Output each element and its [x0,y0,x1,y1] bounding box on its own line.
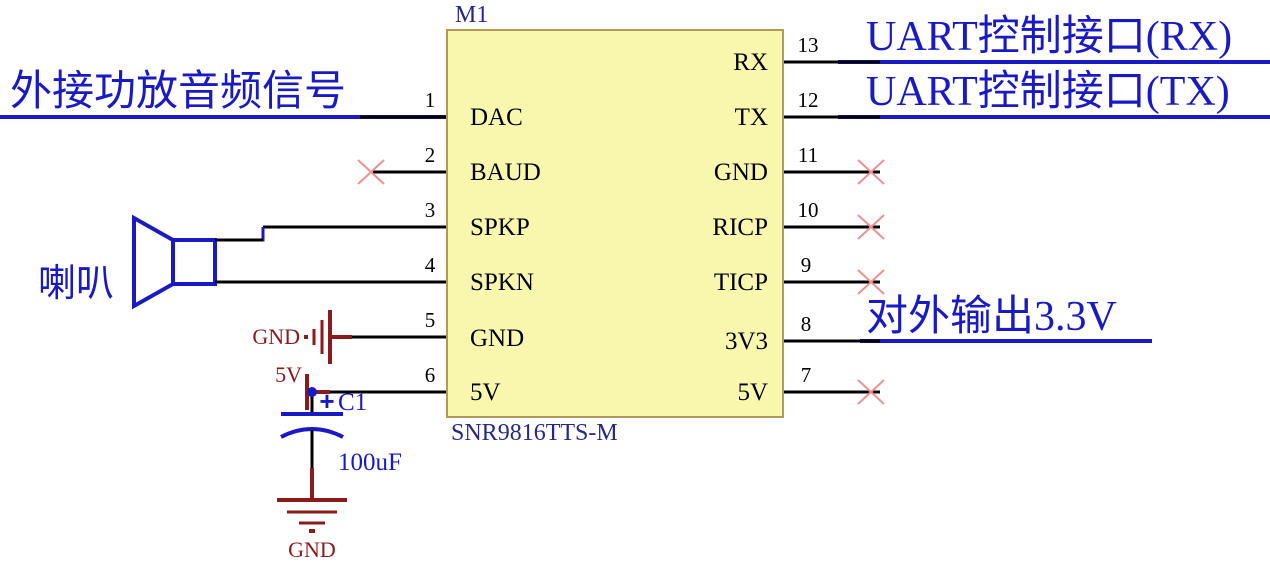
pin-number-5: 5 [425,308,436,332]
capacitor-value: 100uF [338,449,402,476]
gnd-symbol-bottom [277,468,347,533]
pin-name-RX: RX [733,49,768,76]
capacitor-polarity-marker: + [319,386,334,416]
gnd-symbol-pin5 [304,310,352,364]
pin-number-1: 1 [425,88,436,112]
pin-number-12: 12 [798,88,819,112]
pin-name-3V3: 3V3 [725,328,768,355]
net-label-audio-in: 外接功放音频信号 [10,68,346,115]
pin-number-11: 11 [798,143,818,167]
pin-name-5V-right: 5V [737,379,768,406]
speaker-symbol [132,214,265,310]
pin-number-7: 7 [801,363,812,387]
pin-name-SPKN: SPKN [470,269,534,296]
speaker-label: 喇叭 [38,263,114,305]
chip-body-M1 [446,29,784,418]
power-label-5v: 5V [275,362,302,387]
pin-number-13: 13 [798,33,819,57]
pin-name-TX: TX [735,104,768,131]
pin-number-8: 8 [801,312,812,336]
net-label-3v3-out: 对外输出3.3V [866,294,1117,340]
net-label-uart-rx: UART控制接口(RX) [866,14,1232,60]
no-connect-cross-pin-9 [857,269,885,295]
no-connect-cross-pin-7 [857,379,885,405]
pin-name-TICP: TICP [714,269,768,296]
chip-reference-designator: M1 [455,2,488,28]
pin-name-GND-left: GND [470,325,524,352]
pin-number-3: 3 [425,198,436,222]
pin-number-9: 9 [801,253,812,277]
pin-name-RICP: RICP [712,214,768,241]
pin-name-GND-right: GND [714,159,768,186]
pin-number-10: 10 [798,198,819,222]
pin-name-SPKP: SPKP [470,214,530,241]
pin-number-4: 4 [425,253,436,277]
chip-part-number: SNR9816TTS-M [451,420,618,446]
no-connect-cross-pin-10 [857,214,885,240]
gnd-label-pin5: GND [252,324,300,349]
pin-number-2: 2 [425,143,436,167]
capacitor-reference: C1 [338,389,367,416]
pin-name-DAC: DAC [470,104,523,131]
pin-name-5V-left: 5V [470,379,501,406]
net-label-uart-tx: UART控制接口(TX) [866,69,1230,115]
junction-dot-5v-node [307,387,317,397]
pin-number-6: 6 [425,363,436,387]
gnd-label-bottom: GND [288,537,336,562]
no-connect-cross-pin-2 [357,159,385,185]
pin-name-BAUD: BAUD [470,159,541,186]
no-connect-cross-pin-11 [857,159,885,185]
